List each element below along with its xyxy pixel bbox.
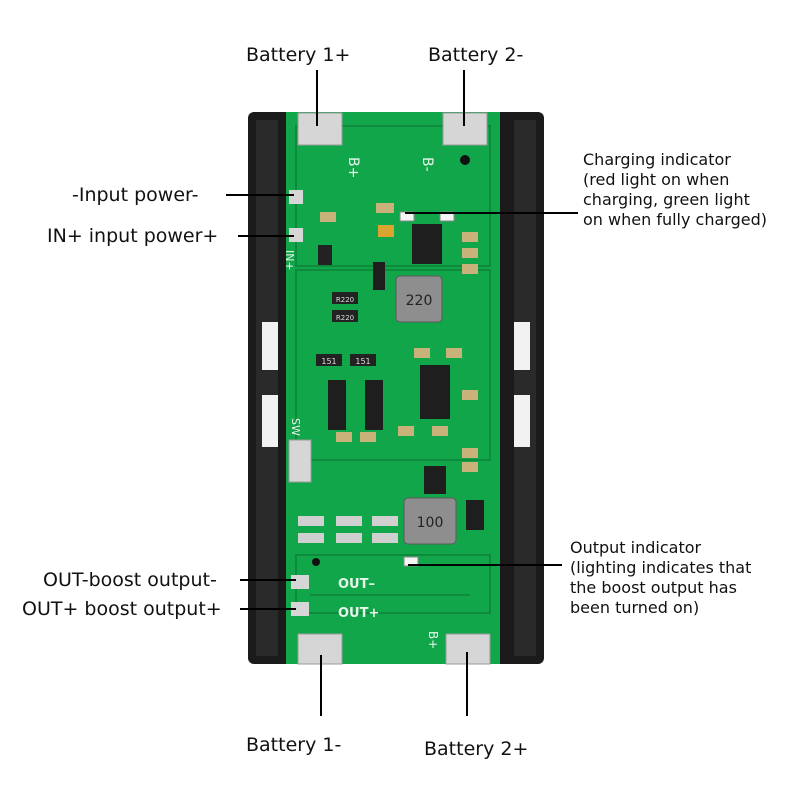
holder-rib-right [514, 120, 536, 656]
inductor-bottom-marking: 100 [417, 515, 444, 531]
pad-switch [288, 439, 312, 483]
resistor-r220-b-marking: R220 [336, 314, 354, 322]
pad-out-plus [291, 602, 309, 616]
holder-window-right [514, 322, 530, 370]
mount-hole-top [460, 155, 470, 165]
smd-cap-12 [360, 432, 376, 442]
smd-cap-14 [462, 462, 478, 472]
label-out-plus: OUT+ boost output+ [22, 598, 222, 620]
annotation-output-line-2: (lighting indicates that [570, 558, 752, 577]
smd-cap-13 [462, 448, 478, 458]
inductor-bottom [403, 497, 457, 545]
resistor-151-a-marking: 151 [321, 357, 336, 366]
smd-pad-row-1 [298, 516, 324, 526]
mount-hole-bottom [312, 558, 320, 566]
smd-cap-2 [378, 225, 394, 237]
annotation-charging-line-2: (red light on when [583, 170, 730, 189]
resistor-151-b-marking: 151 [355, 357, 370, 366]
annotation-charging-line-4: on when fully charged) [583, 210, 767, 229]
ic-mosfet-1 [328, 380, 346, 430]
label-out-minus: OUT-boost output- [43, 569, 217, 591]
smd-cap-4 [462, 248, 478, 258]
inductor-top [395, 275, 443, 323]
holder-window-left [262, 322, 278, 370]
silk-b-minus: B- [419, 157, 435, 172]
smd-pad-row-4 [298, 533, 324, 543]
pcb-trace-mid [295, 269, 491, 461]
smd-cap-16 [318, 245, 332, 265]
label-input-plus: IN+ input power+ [47, 225, 219, 247]
resistor-r220-a [332, 292, 358, 304]
smd-cap-8 [462, 390, 478, 400]
smd-pad-row-6 [372, 533, 398, 543]
label-battery2-minus: Battery 2- [428, 44, 524, 66]
smd-pad-row-3 [372, 516, 398, 526]
label-input-minus: -Input power- [72, 184, 199, 206]
annotation-charging-indicator: Charging indicator (red light on when ch… [583, 150, 767, 230]
smd-cap-11 [336, 432, 352, 442]
ic-small-bottom [424, 466, 446, 494]
resistor-r220-b [332, 310, 358, 322]
annotation-output-line-3: the boost output has [570, 578, 737, 597]
silk-out-minus: OUT– [338, 577, 375, 592]
label-battery1-minus: Battery 1- [246, 734, 342, 756]
smd-cap-7 [446, 348, 462, 358]
smd-cap-5 [462, 264, 478, 274]
ic-boost [420, 365, 450, 419]
annotation-output-line-1: Output indicator [570, 538, 702, 557]
silk-b-plus-bottom: B+ [426, 631, 440, 649]
label-battery2-plus: Battery 2+ [424, 738, 529, 760]
holder-window-left-2 [262, 395, 278, 447]
pcb [286, 112, 500, 664]
smd-cap-3 [462, 232, 478, 242]
holder-window-right-2 [514, 395, 530, 447]
ic-small-top [373, 262, 385, 290]
pad-input-plus [289, 228, 303, 242]
pad-input-minus [289, 190, 303, 204]
smd-cap-10 [432, 426, 448, 436]
label-battery1-plus: Battery 1+ [246, 44, 351, 66]
silk-out-plus: OUT+ [338, 606, 379, 621]
pad-battery1-plus [297, 112, 343, 146]
smd-pad-row-2 [336, 516, 362, 526]
annotation-output-line-4: been turned on) [570, 598, 700, 617]
resistor-151-b [350, 354, 376, 366]
ic-charger [412, 224, 442, 264]
smd-cap-1 [376, 203, 394, 213]
ic-mosfet-2 [365, 380, 383, 430]
smd-pad-row-5 [336, 533, 362, 543]
resistor-r220-a-marking: R220 [336, 296, 354, 304]
holder-rib-left [256, 120, 278, 656]
smd-cap-15 [320, 212, 336, 222]
annotation-charging-line-3: charging, green light [583, 190, 750, 209]
silk-b-plus: B+ [345, 157, 361, 178]
pad-out-minus [291, 575, 309, 589]
inductor-top-marking: 220 [406, 293, 433, 309]
annotation-output-indicator: Output indicator (lighting indicates tha… [570, 538, 751, 618]
smd-cap-9 [398, 426, 414, 436]
annotation-charging-line-1: Charging indicator [583, 150, 731, 169]
silk-sw: SW [289, 418, 302, 436]
ic-small-right [466, 500, 484, 530]
smd-cap-6 [414, 348, 430, 358]
resistor-151-a [316, 354, 342, 366]
silk-in-plus: IN+ [283, 250, 296, 271]
